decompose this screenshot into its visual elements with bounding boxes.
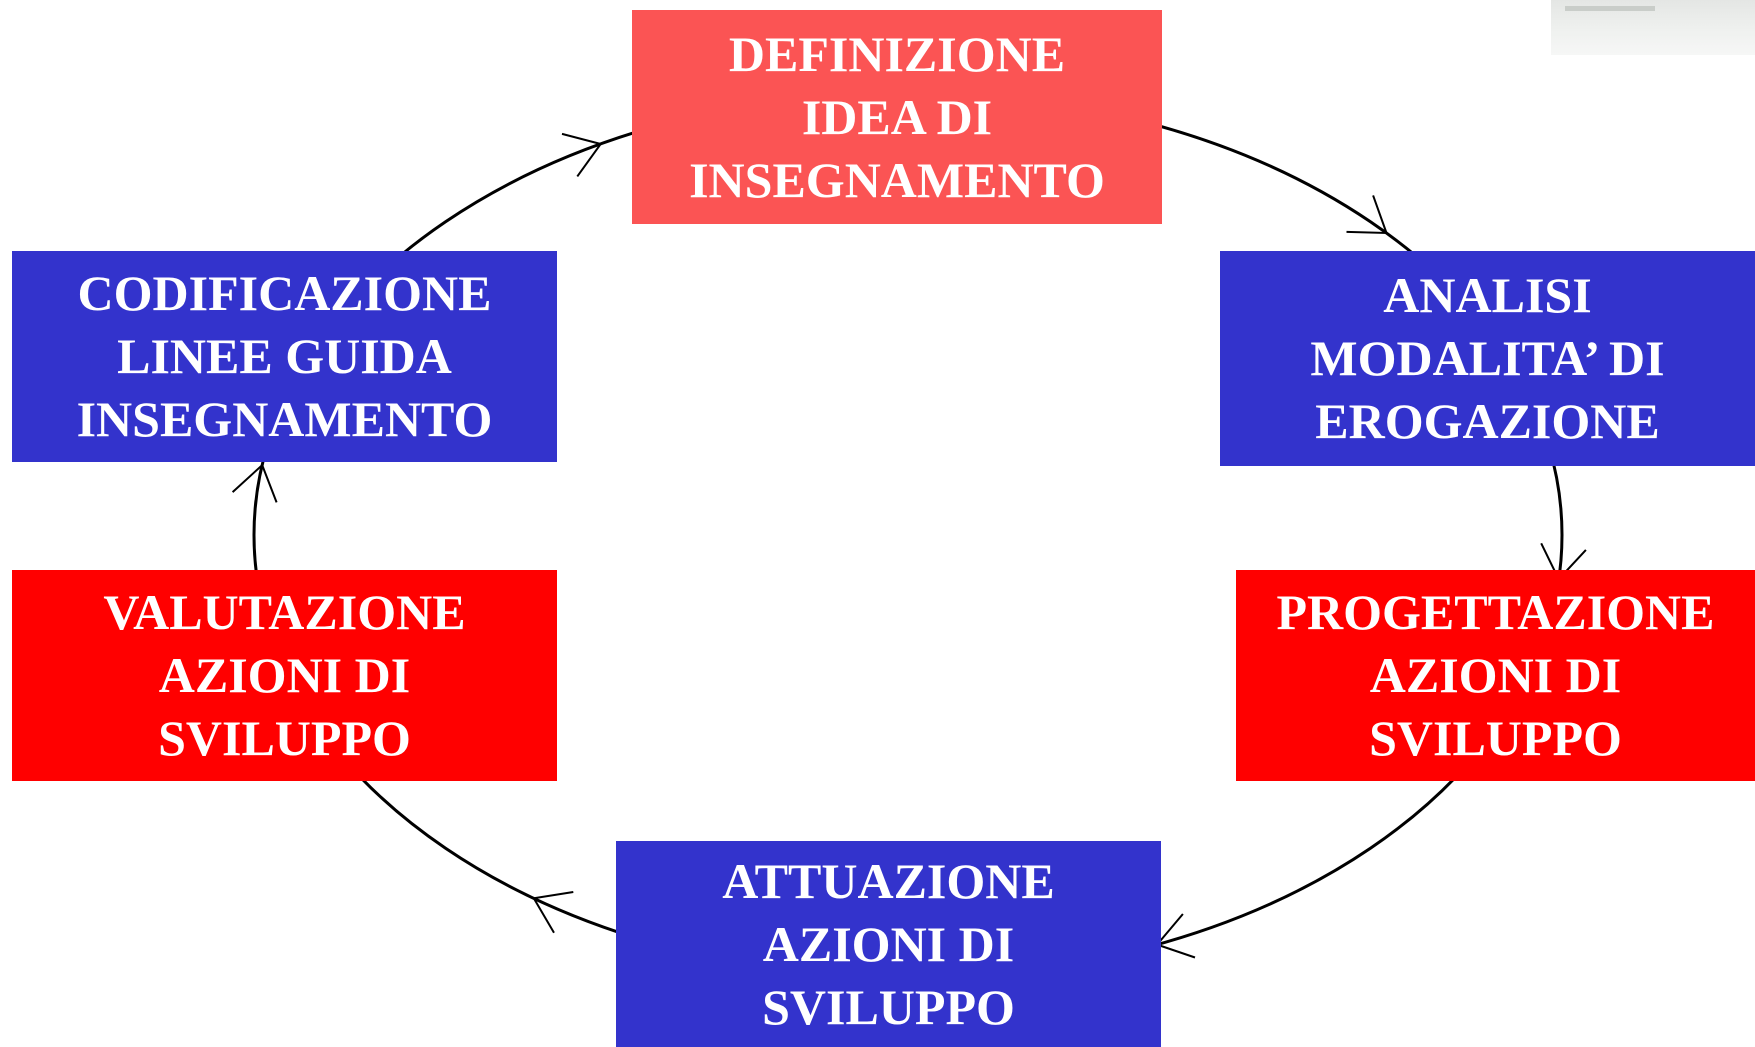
step-progettazione-azioni: PROGETTAZIONE AZIONI DI SVILUPPO [1236,570,1755,781]
arrowhead-6 [231,463,278,503]
arrowhead-2 [1346,195,1388,235]
step-attuazione-azioni: ATTUAZIONE AZIONI DI SVILUPPO [616,841,1161,1047]
step-codificazione-linee: CODIFICAZIONE LINEE GUIDA INSEGNAMENTO [12,251,557,462]
arrowhead-1 [561,132,603,177]
step-analisi-modalita: ANALISI MODALITA’ DI EROGAZIONE [1220,251,1755,466]
arrowheads [231,132,1587,959]
corner-thumbnail-image [1551,0,1755,55]
step-definizione-idea: DEFINIZIONE IDEA DI INSEGNAMENTO [632,10,1162,224]
arrowhead-5 [532,891,574,934]
step-valutazione-azioni: VALUTAZIONE AZIONI DI SVILUPPO [12,570,557,781]
